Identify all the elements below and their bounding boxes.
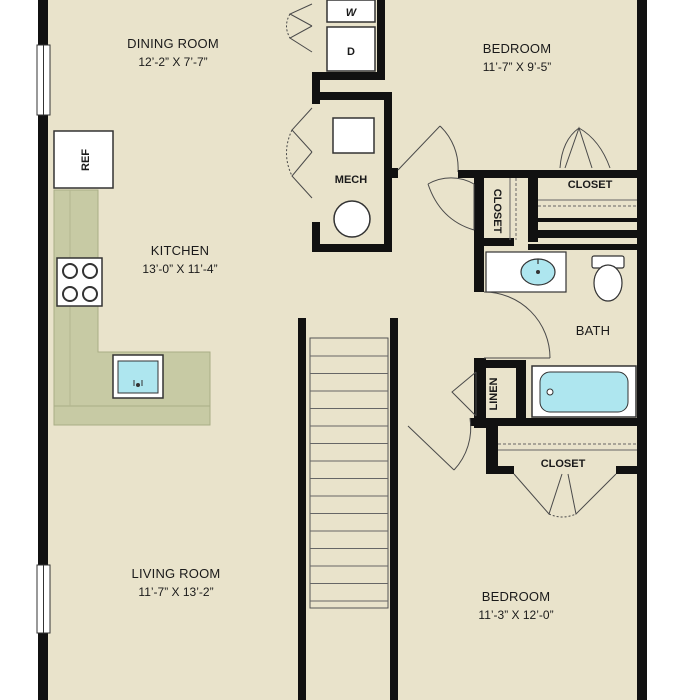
living-room-name: LIVING ROOM [132, 566, 221, 581]
ref-label: REF [80, 149, 92, 171]
bedroom2-dims: 11’-3” X 12’-0” [478, 608, 553, 622]
dryer: D [326, 26, 376, 72]
kitchen-name: KITCHEN [151, 243, 209, 258]
bedroom1-name: BEDROOM [483, 41, 552, 56]
mech-bifold-door [286, 107, 313, 199]
washer: W [326, 0, 376, 23]
living-room-dims: 11’-7” X 13’-2” [138, 585, 213, 599]
bath-sink-icon [520, 258, 556, 286]
dining-room-name: DINING ROOM [127, 36, 219, 51]
water-heater-icon [333, 200, 371, 238]
hall-closet [427, 177, 517, 240]
closet-top-label: CLOSET [568, 179, 613, 191]
kitchen-counter [53, 189, 211, 426]
refrigerator: REF [53, 130, 114, 189]
linen-label: LINEN [488, 377, 500, 410]
toilet-icon [591, 255, 625, 302]
window-lower [36, 564, 51, 634]
sink-icon [112, 354, 164, 399]
bathtub-icon [531, 365, 637, 418]
washer-label: W [346, 7, 358, 19]
laundry-bifold-door [286, 3, 313, 53]
mech-label: MECH [335, 174, 367, 186]
dryer-label: D [347, 46, 355, 58]
bath-closet-walls [458, 170, 640, 474]
staircase [298, 318, 398, 700]
laundry-mech-walls [312, 0, 398, 252]
bedroom2-closet [498, 443, 637, 518]
kitchen-dims: 13’-0” X 11’-4” [142, 262, 217, 276]
exterior-walls [38, 0, 647, 700]
bedroom2-name: BEDROOM [482, 589, 551, 604]
furnace-icon [332, 117, 375, 154]
bedroom1-dims: 11’-7” X 9’-5” [483, 60, 551, 74]
closet-bottom-label: CLOSET [541, 458, 586, 470]
bath-label: BATH [576, 323, 611, 338]
dining-room-dims: 12’-2” X 7’-7” [138, 55, 207, 69]
bedroom2-door [407, 417, 472, 471]
window-upper [36, 44, 51, 116]
stove-icon [56, 257, 103, 307]
bedroom1-door [397, 125, 459, 173]
bath-door [483, 291, 551, 359]
bedroom1-closet [538, 126, 637, 222]
closet-vertical-label: CLOSET [491, 189, 503, 234]
stair-treads [310, 355, 388, 602]
linen-closet [451, 371, 477, 417]
